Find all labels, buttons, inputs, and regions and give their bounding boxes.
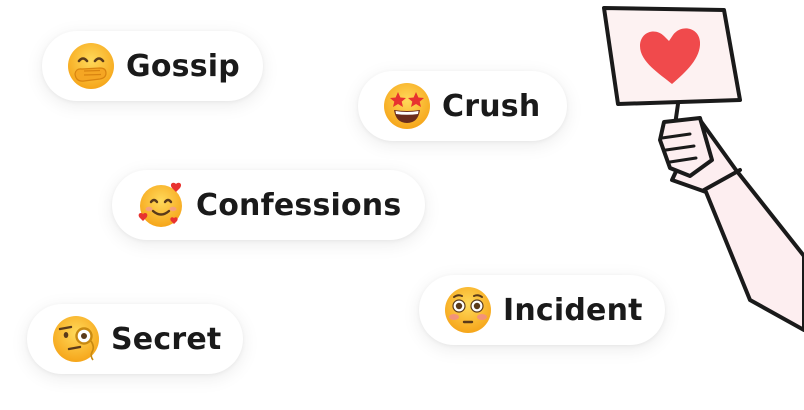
tag-label: Crush bbox=[442, 88, 541, 124]
tag-label: Incident bbox=[503, 292, 643, 328]
tag-label: Confessions bbox=[196, 187, 402, 223]
flushed-face-emoji-icon bbox=[445, 287, 491, 333]
arm bbox=[670, 118, 804, 332]
tag-crush[interactable]: Crush bbox=[358, 71, 567, 141]
smiling-face-with-hearts-emoji-icon bbox=[138, 182, 182, 227]
tag-incident[interactable]: Incident bbox=[419, 275, 665, 345]
face-with-monocle-emoji-icon bbox=[53, 316, 99, 362]
tag-gossip[interactable]: Gossip bbox=[42, 31, 263, 101]
tag-label: Gossip bbox=[126, 48, 240, 84]
heart-icon bbox=[640, 28, 701, 84]
star-struck-emoji-icon bbox=[384, 83, 430, 129]
tag-label: Secret bbox=[111, 321, 222, 357]
hand-over-mouth-emoji-icon bbox=[68, 43, 114, 89]
tag-confessions[interactable]: Confessions bbox=[112, 170, 425, 240]
hand-holding-heart-sign-icon bbox=[602, 6, 804, 332]
tag-secret[interactable]: Secret bbox=[27, 304, 243, 374]
